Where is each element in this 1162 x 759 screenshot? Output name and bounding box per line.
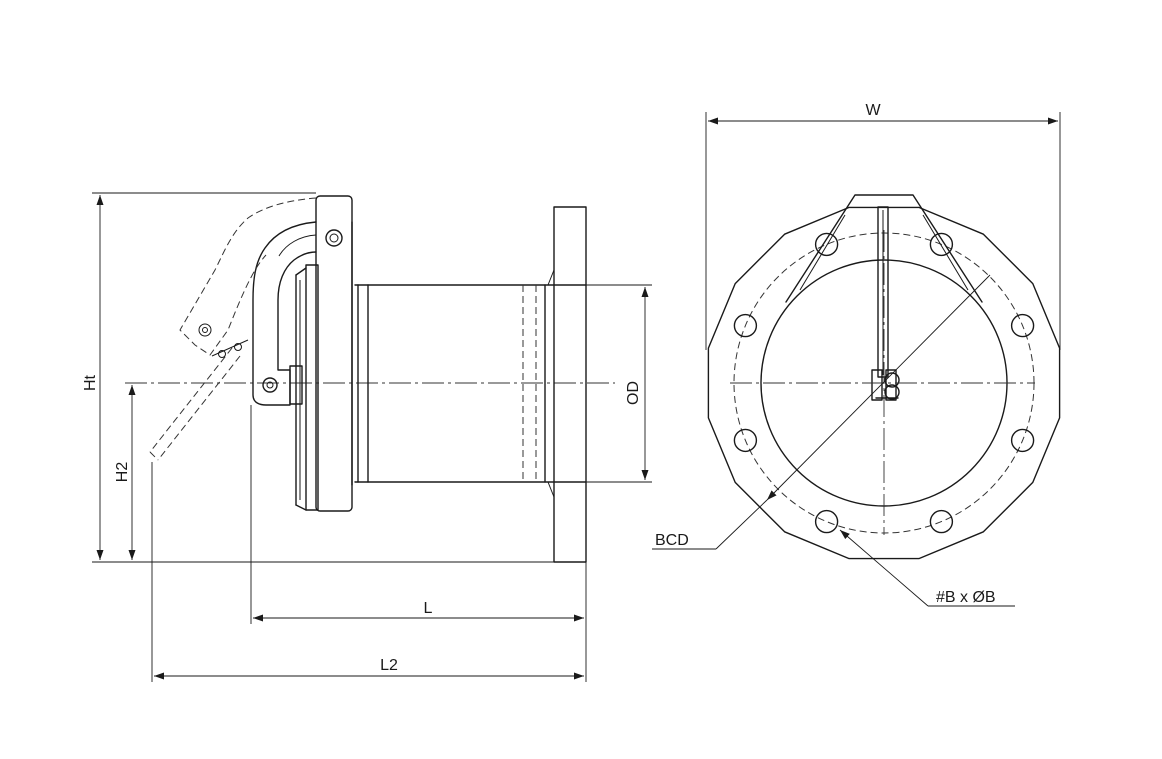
arm-handle-bolt-icon: [262, 377, 278, 393]
flange-outline: [707, 206, 1061, 560]
dimension-l2: L2: [154, 657, 584, 680]
dimension-bolt-holes-label: #B x ØB: [936, 589, 996, 606]
bolt-hole-icon: [814, 232, 839, 257]
cam-arm-open: [149, 197, 317, 461]
dimension-od-label: OD: [625, 381, 642, 405]
outlet-flange: [547, 206, 587, 563]
side-view: Ht H2 OD L L2: [82, 192, 652, 682]
bolt-hole-icon: [929, 509, 954, 534]
bolt-hole-icon: [929, 232, 954, 257]
dimension-l-label: L: [424, 600, 433, 617]
dimension-ht-label: Ht: [82, 374, 99, 391]
bolt-hole-icon: [1010, 313, 1035, 338]
cam-arm-closed: [252, 221, 343, 406]
front-view: W BCD #B x ØB: [652, 102, 1061, 607]
bolt-hole-icon: [733, 428, 758, 453]
dimension-od: OD: [625, 287, 649, 480]
coupler-collar: [295, 195, 353, 512]
bolt-hole-icon: [733, 313, 758, 338]
dimension-l: L: [253, 600, 584, 622]
arm-pivot-bolt-icon: [325, 229, 343, 247]
bolt-hole-icon: [814, 509, 839, 534]
dimension-bcd: BCD: [652, 274, 991, 550]
dimension-h2: H2: [114, 385, 136, 560]
dimension-bcd-label: BCD: [655, 532, 689, 549]
bolt-holes: [733, 232, 1035, 534]
dimension-h2-label: H2: [114, 462, 131, 483]
dimension-w-label: W: [865, 102, 881, 119]
dimension-l2-label: L2: [380, 657, 398, 674]
dimension-ht: Ht: [82, 195, 104, 560]
pipe-body: [354, 284, 555, 483]
dimension-bolt-holes: #B x ØB: [839, 529, 1015, 607]
extension-lines: [92, 192, 652, 682]
dimension-w: W: [708, 102, 1058, 125]
handle-lug: [785, 194, 983, 401]
bolt-hole-icon: [1010, 428, 1035, 453]
